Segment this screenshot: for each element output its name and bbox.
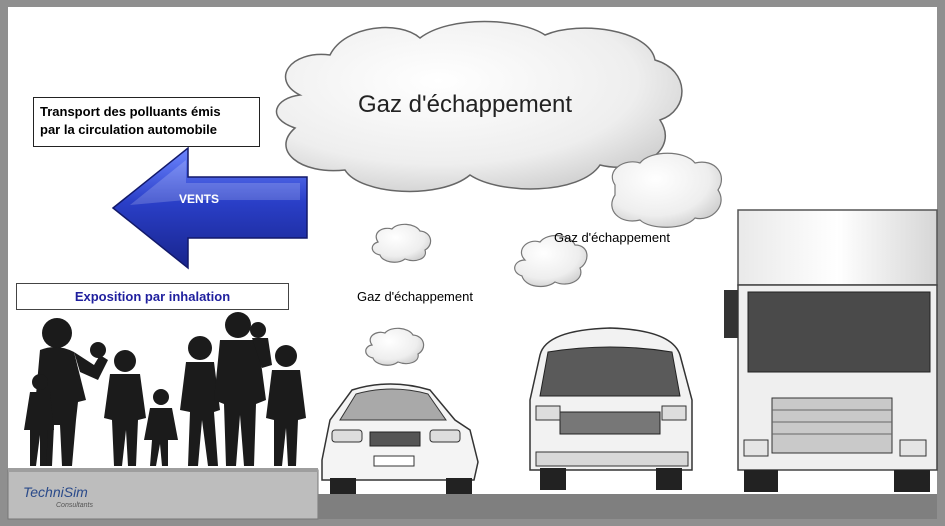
exposure-label: Exposition par inhalation <box>16 283 289 310</box>
diagram-title-line-1: Transport des polluants émis <box>40 104 221 119</box>
brand-name: TechniSim <box>23 484 88 500</box>
exhaust-cloud-small-upper <box>371 223 432 263</box>
van <box>529 327 693 490</box>
exhaust-cloud-mid <box>514 235 588 288</box>
brand-subtitle: Consultants <box>56 502 93 509</box>
exhaust-cloud-right <box>611 152 723 228</box>
exhaust-label-lower: Gaz d'échappement <box>357 289 473 304</box>
technisim-logo: TechniSim Consultants <box>18 482 100 518</box>
diagram-title-box: Transport des polluants émis par la circ… <box>33 97 260 147</box>
car <box>321 383 479 494</box>
exhaust-label-upper: Gaz d'échappement <box>554 230 670 245</box>
exhaust-cloud-small-lower <box>365 327 425 366</box>
exhaust-label-main: Gaz d'échappement <box>358 91 573 118</box>
wind-label: VENTS <box>179 192 220 206</box>
truck <box>724 209 938 492</box>
ground <box>7 468 937 520</box>
diagram-title-line-2: par la circulation automobile <box>40 122 217 137</box>
people-silhouettes <box>24 312 306 466</box>
exhaust-cloud-large <box>275 20 683 193</box>
wind-arrow <box>111 146 308 270</box>
